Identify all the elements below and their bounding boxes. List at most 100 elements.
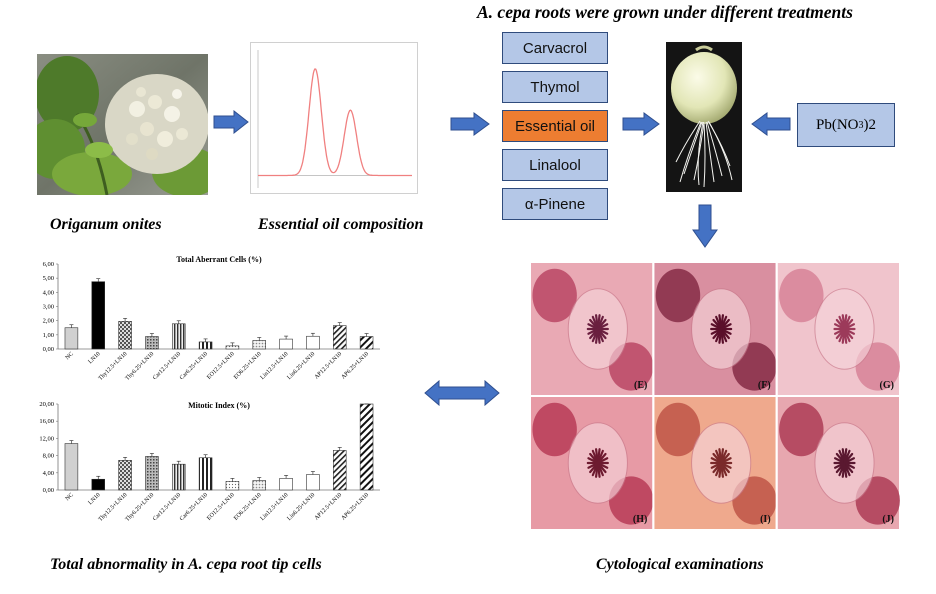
x-tick-label: AP12.5+LN10 — [314, 351, 343, 380]
cytology-micrographs: (E) (F) (G) (H) (I) (J) — [530, 262, 900, 530]
y-tick-label: 4,00 — [43, 470, 54, 477]
bar-Lin6.25+LN10 — [306, 474, 320, 491]
x-tick-label: LN10 — [88, 351, 102, 365]
micrograph-panel: (H) — [531, 397, 654, 529]
lead-formula-sub: 3 — [858, 119, 864, 131]
x-tick-label: Car6.25+LN10 — [179, 351, 209, 381]
y-tick-label: 16,00 — [39, 418, 54, 425]
mitotic-index-chart: Mitotic Index (%) 0,00 4,00 8,00 12,00 16,00 2… — [39, 401, 380, 523]
lead-formula-main: Pb(NO — [815, 116, 859, 133]
x-tick-label: EO6.25+LN10 — [233, 351, 263, 381]
bar-NC — [64, 443, 79, 491]
x-tick-label: Car6.25+LN10 — [179, 492, 209, 522]
onion-roots-photo — [666, 42, 742, 192]
x-tick-label: AP12.5+LN10 — [314, 492, 343, 521]
y-tick-label: 20,00 — [39, 401, 54, 408]
x-tick-label: Thy6.25+LN10 — [125, 351, 156, 382]
y-tick-label: 12,00 — [39, 435, 54, 442]
cytology-caption: Cytological examinations — [596, 556, 764, 573]
y-tick-label: 2,00 — [43, 318, 54, 325]
bar-Lin6.25+LN10 — [306, 335, 320, 350]
x-tick-label: EO12.5+LN10 — [206, 492, 236, 522]
x-tick-label: Thy6.25+LN10 — [125, 492, 156, 523]
panel-label: (E) — [634, 380, 647, 391]
bar-Thy6.25+LN10 — [145, 336, 159, 350]
x-tick-label: Car12.5+LN10 — [152, 492, 182, 522]
arrow-right-icon — [450, 112, 490, 136]
treatment-linalool: Linalool — [502, 149, 608, 181]
x-tick-label: AP6.25+LN10 — [341, 492, 370, 521]
bar-Thy12.5+LN10 — [118, 460, 132, 491]
bar-LN10 — [91, 281, 105, 350]
bar-Lin12.5+LN10 — [279, 338, 293, 350]
lead-formula-tail: )2 — [863, 116, 877, 133]
panel-label: (J) — [882, 514, 894, 525]
bar-LN10 — [91, 478, 105, 491]
bar-AP6.25+LN10 — [359, 403, 374, 491]
bar-Car12.5+LN10 — [172, 463, 186, 491]
double-arrow-icon — [424, 380, 500, 406]
x-tick-label: NC — [65, 492, 75, 502]
arrow-down-icon — [692, 204, 718, 248]
y-tick-label: 3,00 — [43, 304, 54, 311]
x-tick-label: Car12.5+LN10 — [152, 351, 182, 381]
micrograph-panel: (G) — [777, 263, 900, 395]
panel-label: (F) — [758, 380, 771, 391]
bar-Thy12.5+LN10 — [118, 321, 132, 350]
x-tick-label: Lin12.5+LN10 — [260, 492, 290, 522]
micrograph-panel: (J) — [777, 397, 900, 529]
y-tick-label: 1,00 — [43, 332, 54, 339]
arrow-right-icon — [622, 112, 660, 136]
x-tick-label: AP6.25+LN10 — [341, 351, 370, 380]
plant-caption: Origanum onites — [50, 216, 162, 233]
composition-chromatogram — [250, 42, 418, 194]
bar-EO12.5+LN10 — [225, 481, 240, 491]
treatment-thymol: Thymol — [502, 71, 608, 103]
treatment-carvacrol: Carvacrol — [502, 32, 608, 64]
treatment-alpha-pinene: α-Pinene — [502, 188, 608, 220]
origanum-photo — [37, 54, 208, 195]
bar-AP6.25+LN10 — [359, 336, 374, 350]
x-tick-label: Lin6.25+LN10 — [286, 351, 316, 381]
bar-EO6.25+LN10 — [252, 340, 266, 350]
bar-EO6.25+LN10 — [252, 480, 266, 491]
micrograph-panel: (E) — [531, 263, 654, 395]
y-tick-label: 0,00 — [43, 487, 54, 494]
chart-title: Mitotic Index (%) — [188, 401, 250, 410]
abnormality-caption: Total abnormality in A. cepa root tip ce… — [50, 556, 322, 573]
treatment-essential-oil: Essential oil — [502, 110, 608, 142]
y-tick-label: 5,00 — [43, 275, 54, 282]
micrograph-panel: (F) — [654, 263, 777, 395]
bar-Car12.5+LN10 — [172, 323, 186, 350]
arrow-left-icon — [751, 112, 791, 136]
bar-AP12.5+LN10 — [333, 450, 347, 491]
panel-label: (H) — [633, 514, 647, 525]
aberrant-cells-chart: Total Aberrant Cells (%) 0,00 1,00 2,00 3,00… — [43, 255, 380, 382]
bar-Car6.25+LN10 — [198, 341, 213, 350]
composition-caption: Essential oil composition — [258, 216, 424, 233]
micrograph-panel: (I) — [654, 397, 777, 529]
y-tick-label: 0,00 — [43, 346, 54, 353]
bar-AP12.5+LN10 — [333, 325, 347, 350]
chart-title: Total Aberrant Cells (%) — [176, 255, 262, 264]
panel-label: (G) — [880, 380, 894, 391]
x-tick-label: LN10 — [88, 492, 102, 506]
x-tick-label: Lin6.25+LN10 — [286, 492, 316, 522]
bar-EO12.5+LN10 — [225, 345, 240, 350]
x-tick-label: EO6.25+LN10 — [233, 492, 263, 522]
bar-Car6.25+LN10 — [198, 457, 213, 491]
bar-Lin12.5+LN10 — [279, 478, 293, 491]
header-title: A. cepa roots were grown under different… — [477, 2, 853, 22]
panel-label: (I) — [760, 514, 771, 525]
x-tick-label: NC — [65, 351, 75, 361]
bar-Thy6.25+LN10 — [145, 456, 159, 491]
x-tick-label: Lin12.5+LN10 — [260, 351, 290, 381]
y-tick-label: 8,00 — [43, 453, 54, 460]
chromatogram-trace — [258, 68, 412, 177]
x-tick-label: EO12.5+LN10 — [206, 351, 236, 381]
y-tick-label: 4,00 — [43, 289, 54, 296]
bar-NC — [64, 327, 79, 350]
y-tick-label: 6,00 — [43, 261, 54, 268]
